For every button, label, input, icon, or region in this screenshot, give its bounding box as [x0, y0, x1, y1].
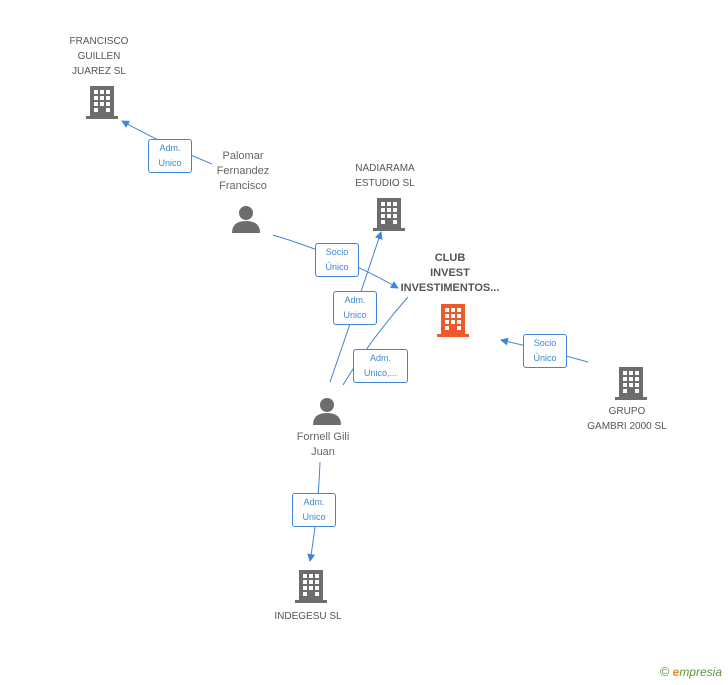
- building-icon-highlighted[interactable]: [437, 302, 469, 338]
- person-label-palomar[interactable]: Palomar Fernandez Francisco: [216, 150, 270, 192]
- edge-label-adm-unico-more: Adm. Unico,...: [353, 349, 408, 383]
- edge-label-socio-unico: Socio Único: [315, 243, 359, 277]
- company-label-francisco-guillen[interactable]: FRANCISCO GUILLEN JUAREZ SL: [69, 36, 129, 77]
- company-label-grupo-gambri[interactable]: GRUPO GAMBRI 2000 SL: [587, 406, 667, 432]
- edge-label-adm-unico: Adm. Unico: [333, 291, 377, 325]
- building-icon[interactable]: [86, 84, 118, 120]
- copyright-symbol: ©: [659, 664, 670, 679]
- company-label-indegesu[interactable]: INDEGESU SL: [274, 611, 342, 622]
- edge-fornell-club: [342, 296, 409, 386]
- person-label-fornell[interactable]: Fornell Gili Juan: [296, 431, 350, 458]
- brand-rest: mpresia: [679, 665, 722, 679]
- edge-label-adm-unico: Adm. Unico: [292, 493, 336, 527]
- empresia-logo: © empresia: [660, 664, 722, 679]
- brand-e: e: [672, 665, 680, 679]
- edge-label-adm-unico: Adm. Unico: [148, 139, 192, 173]
- building-icon[interactable]: [373, 196, 405, 232]
- edge-label-socio-unico: Socio Único: [523, 334, 567, 368]
- building-icon[interactable]: [295, 568, 327, 604]
- company-label-club-invest[interactable]: CLUB INVEST INVESTIMENTOS...: [400, 252, 500, 294]
- person-icon[interactable]: [312, 396, 342, 426]
- person-icon[interactable]: [231, 204, 261, 234]
- building-icon[interactable]: [615, 365, 647, 401]
- company-label-nadiarama[interactable]: NADIARAMA ESTUDIO SL: [355, 163, 415, 189]
